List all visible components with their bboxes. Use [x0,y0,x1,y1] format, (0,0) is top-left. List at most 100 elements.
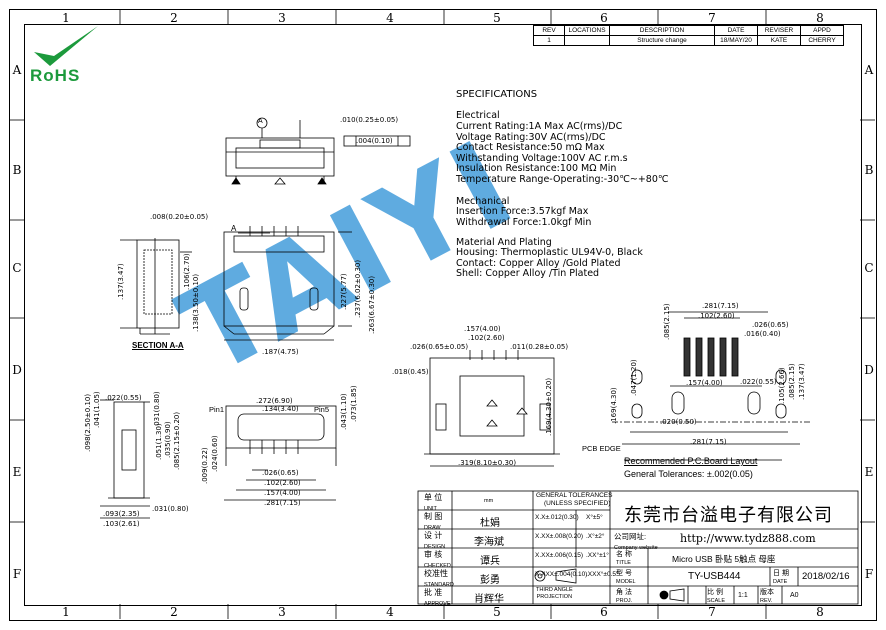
dim-c-018: .018(0.45) [392,368,429,376]
column-number: 2 [170,605,178,619]
spec-line: Insertion Force:3.57kgf Max [456,206,589,217]
dim-r-281b: .281(7.15) [690,438,727,446]
dim-l-098: .098(2.50±0.10) [84,393,92,452]
column-number: 4 [386,605,394,619]
website-link[interactable]: http://www.tydz888.com [680,532,816,545]
dim-c-102: .102(2.60) [468,334,505,342]
dim-b-009: .009(0.22) [201,447,209,484]
column-number: 6 [600,11,608,25]
titleblock-lines [417,490,859,605]
column-number: 1 [62,11,70,25]
dim-b-043: .043(1.10) [340,393,348,430]
tolerance-value: .XX°±1° [586,552,609,559]
dim-f-187: .187(4.75) [262,348,299,356]
row-letter: E [12,465,22,479]
column-number: 1 [62,605,70,619]
drawing-border [24,24,862,606]
spec-line: Withdrawal Force:1.0kgf Min [456,216,592,228]
drawing-frame [9,9,877,621]
tolerance-note: General Tolerances: ±.002(0.05) [624,469,753,479]
tb-title-value: Micro USB 卧贴 5触点 母座 [672,554,776,564]
spec-line: Temperature Range-Operating:-30℃~+80℃ [456,174,669,185]
top-view [225,117,411,185]
checkmark-icon [34,26,98,66]
end-view [424,350,560,467]
dim-l-022: .022(0.55) [105,394,142,402]
dim-l-093: .093(2.35) [103,510,140,518]
dim-l-041: .041(1.05) [93,391,101,428]
dim-r-281: .281(7.15) [702,302,739,310]
pcb-layout [612,311,812,461]
rohs-logo: RoHS [28,22,106,85]
dim-s-106: .106(2.70) [183,253,191,290]
mechanical-title: Mechanical [456,196,510,207]
row-letter: A [12,63,22,77]
row-letter: B [12,163,22,177]
datum-a-top: A [258,118,263,125]
dim-b-134: .134(3.40) [262,405,299,413]
dim-b-281: .281(7.15) [264,499,301,507]
dim-r-157: .157(4.00) [686,379,723,387]
company-name: 东莞市台溢电子有限公司 [624,505,833,525]
dim-l-031b: .031(0.80) [152,505,189,513]
dim-c-169: .169(4.30±0.20) [545,377,553,436]
dim-s-138: .138(3.50±0.10) [192,273,200,332]
spec-line: Contact Resistance:50 mΩ Max [456,142,605,154]
layout-title: Recommended P.C.Board Layout [624,456,758,466]
tolerance-value: X.XX±.008(0.20) [535,533,584,540]
dim-c-157: .157(4.00) [464,325,501,333]
dim-s-008: .008(0.20±0.05) [150,213,209,221]
section-label: SECTION A-A [132,341,184,350]
spec-line: Contact: Copper Alloy /Gold Plated [456,257,621,269]
dim-b-024: .024(0.60) [211,435,219,472]
tb-website-label: 公司网址:Company website [614,532,658,551]
tb-approve-value: 肖辉华 [474,594,504,605]
dim-r-020: .020(0.50) [660,418,697,426]
spec-line: Voltage Rating:30V AC(rms)/DC [456,131,606,143]
bottom-view [224,405,337,501]
tb-unit-value: mm [484,498,494,504]
dim-c-026: .026(0.65±0.05) [410,343,469,351]
dim-r-105: .105(2.66) [778,367,786,404]
datum-a-front: A [231,224,237,233]
tb-rev-value: A0 [790,592,799,599]
pin5-label: Pin5 [314,405,330,414]
dim-l-035: .035(0.90) [164,421,172,458]
pin1-label: Pin1 [209,405,225,414]
dim-top-par: .004(0.10) [356,137,393,145]
spec-line: Withstanding Voltage:100V AC r.m.s [456,152,628,164]
tb-design-value: 李海斌 [474,537,504,548]
column-number: 3 [278,11,286,25]
tb-standard-value: 彭勇 [480,575,500,586]
dim-b-073: .073(1.85) [350,385,358,422]
column-number: 5 [493,605,501,619]
dim-s-137: .137(3.47) [117,263,125,300]
column-number: 3 [278,605,286,619]
column-number: 7 [708,11,716,25]
dim-f-227: .227(5.77) [340,273,348,310]
dim-b-026: .026(0.65) [262,469,299,477]
dim-l-051: .051(1.30) [155,423,163,460]
row-letter: D [12,363,22,377]
dim-f-263: .263(6.67±0.30) [368,275,376,334]
dim-r-022: .022(0.55) [740,378,777,386]
dim-c-319: .319(8.10±0.30) [458,459,517,467]
dim-b-272: .272(6.90) [256,397,293,405]
column-number: 2 [170,11,178,25]
tb-projection: THIRD ANGLE PROJECTION [536,587,573,600]
column-number: 4 [386,11,394,25]
rohs-text: RoHS [30,66,81,85]
column-number: 7 [708,605,716,619]
tb-gt-sub: (UNLESS SPECIFIED) [544,500,611,507]
pcb-edge-label: PCB EDGE [582,444,621,453]
tb-gt-title: GENERAL TOLERANCES [536,492,613,499]
